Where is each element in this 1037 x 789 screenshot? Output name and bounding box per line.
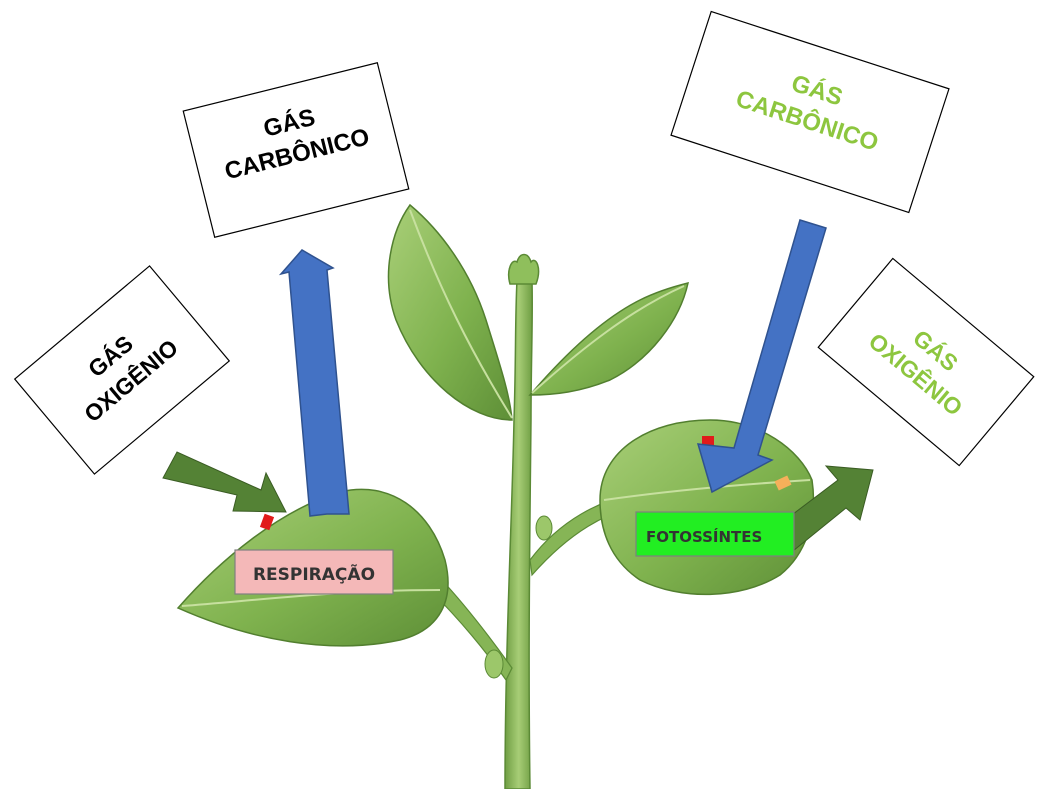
label-box-co2-right [670, 10, 950, 214]
respiration-tag: RESPIRAÇÃO [253, 562, 375, 585]
green-arrow-out [771, 465, 874, 556]
leaf-upper-right [528, 281, 689, 396]
blue-arrow-up [278, 249, 350, 517]
plant-top-bud [507, 253, 540, 285]
plant-stem [504, 279, 534, 789]
label-box-o2-right [817, 257, 1035, 467]
respiration-tag-box [234, 549, 394, 595]
label-box-co2-left [182, 62, 410, 238]
label-box-o2-left [13, 265, 231, 475]
red-marker-left [259, 513, 275, 531]
orange-marker-right [774, 475, 792, 491]
photosynthesis-tag: FOTOSSÍNTES [646, 527, 762, 546]
photosynthesis-tag-box [635, 511, 795, 557]
green-arrow-in [162, 451, 287, 513]
blue-arrow-down [696, 219, 827, 494]
